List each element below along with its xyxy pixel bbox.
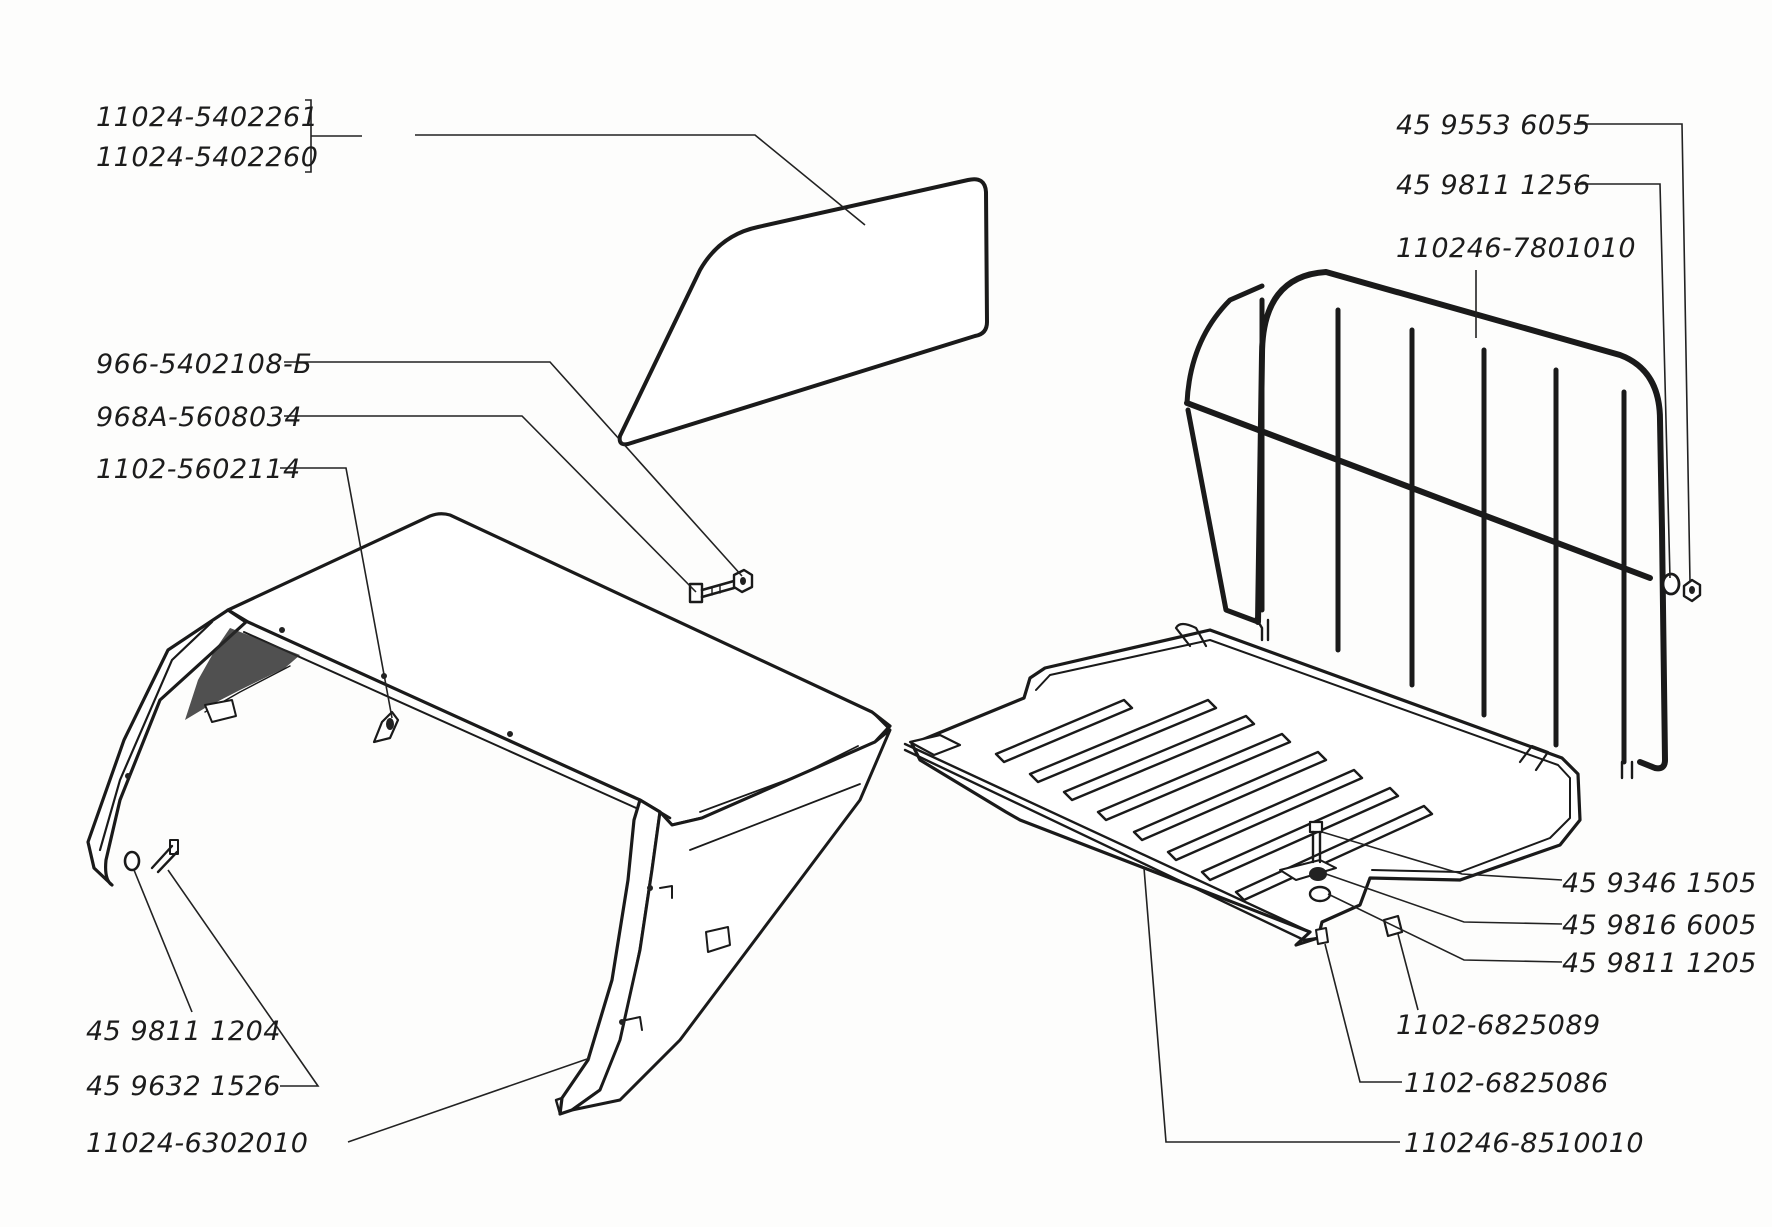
seat-stud [1315, 927, 1329, 945]
seat-back-guard-frame [1184, 269, 1668, 780]
canopy-washer [123, 850, 141, 872]
label-45-9811-1205: 45 9811 1205 [1562, 948, 1757, 979]
label-45-9811-1256: 45 9811 1256 [1396, 170, 1591, 201]
guard-vertical-bars [1259, 297, 1627, 765]
label-968a-5608034: 968А-5608034 [96, 402, 302, 433]
label-1102-5602114: 1102-5602114 [96, 454, 301, 485]
label-45-9811-1204: 45 9811 1204 [86, 1016, 281, 1047]
canopy-bolt [150, 839, 179, 874]
label-45-9816-6005: 45 9816 6005 [1562, 910, 1757, 941]
label-1102-6825089: 1102-6825089 [1396, 1010, 1601, 1041]
glass-bolt [688, 579, 736, 604]
label-1102-6825086: 1102-6825086 [1404, 1068, 1609, 1099]
seat-bolt [1308, 820, 1324, 864]
label-45-9632-1526: 45 9632 1526 [86, 1071, 281, 1102]
seat-slots [994, 698, 1434, 902]
glass-nut [732, 568, 754, 594]
label-110246-7801010: 110246-7801010 [1396, 233, 1636, 264]
label-966-5402108-b: 966-5402108-Б [96, 349, 312, 380]
guard-washer [1661, 572, 1681, 596]
seat-washer [1308, 885, 1332, 903]
part-labels: 11024-5402261 11024-5402260 966-5402108-… [86, 102, 1757, 1159]
side-window-glass [617, 177, 989, 447]
guard-nut [1682, 578, 1702, 603]
seat-base-panel [903, 622, 1582, 947]
label-11024-5402261: 11024-5402261 [96, 102, 318, 133]
label-110246-8510010: 110246-8510010 [1404, 1128, 1644, 1159]
label-11024-6302010: 11024-6302010 [86, 1128, 308, 1159]
leader-lines [133, 99, 1691, 1143]
roof-clip [372, 710, 400, 744]
label-45-9346-1505: 45 9346 1505 [1562, 868, 1757, 899]
rear-roof-canopy [86, 512, 892, 1116]
label-45-9553-6055: 45 9553 6055 [1396, 110, 1591, 141]
seat-lock-washer [1309, 867, 1327, 881]
label-11024-5402260: 11024-5402260 [96, 142, 318, 173]
